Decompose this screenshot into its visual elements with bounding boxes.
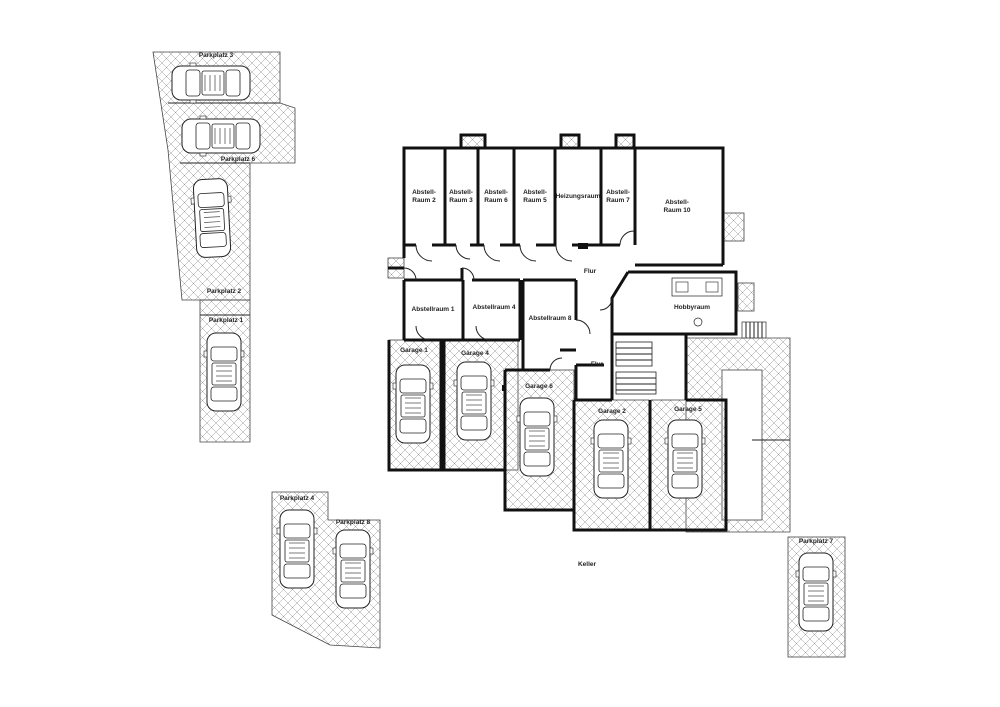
label-parkplatz-3: Parkplatz 3 [199, 52, 234, 59]
label-abstellraum-1: Abstellraum 1 [412, 306, 455, 313]
label-abstellraum-4: Abstellraum 4 [473, 304, 516, 311]
building-walls [387, 133, 738, 532]
car-parkplatz-7 [795, 552, 837, 632]
label-parkplatz-7: Parkplatz 7 [799, 538, 834, 545]
label-abstellraum-5-a: Abstell- [523, 189, 547, 196]
label-parkplatz-8: Parkplatz 8 [336, 519, 371, 526]
label-abstellraum-7-a: Abstell- [606, 189, 630, 196]
label-garage-6: Garage 6 [525, 383, 553, 390]
label-abstellraum-2-b: Raum 2 [412, 197, 436, 204]
label-abstellraum-5-b: Raum 5 [523, 197, 547, 204]
label-abstellraum-6-a: Abstell- [484, 189, 508, 196]
label-abstellraum-3-a: Abstell- [449, 189, 473, 196]
label-abstellraum-2-a: Abstell- [412, 189, 436, 196]
label-hobbyraum: Hobbyraum [674, 304, 710, 311]
room-labels: Abstell- Raum 2 Abstell- Raum 3 Abstell-… [199, 52, 834, 568]
label-abstellraum-8: Abstellraum 8 [529, 315, 572, 322]
car-garage-4 [453, 361, 495, 441]
label-heizungsraum: Heizungsraum [556, 193, 601, 200]
label-keller: Keller [578, 561, 597, 568]
car-parkplatz-4 [276, 509, 318, 589]
label-abstellraum-3-b: Raum 3 [449, 197, 473, 204]
label-garage-1: Garage 1 [400, 347, 428, 354]
label-parkplatz-4: Parkplatz 4 [280, 495, 315, 502]
label-abstellraum-7-b: Raum 7 [606, 197, 630, 204]
label-abstellraum-6-b: Raum 6 [484, 197, 508, 204]
car-garage-6 [516, 397, 558, 477]
label-parkplatz-2: Parkplatz 2 [207, 288, 242, 295]
car-garage-5 [664, 419, 706, 499]
label-garage-5: Garage 5 [674, 406, 702, 413]
car-parkplatz-3 [171, 62, 251, 104]
label-garage-2: Garage 2 [598, 408, 626, 415]
label-parkplatz-1: Parkplatz 1 [209, 317, 244, 324]
car-garage-1 [392, 364, 434, 444]
label-garage-4: Garage 4 [461, 350, 489, 357]
label-abstellraum-10-a: Abstell- [665, 199, 689, 206]
car-parkplatz-2 [189, 177, 235, 259]
car-parkplatz-6 [181, 115, 261, 157]
label-flur-2: Flur [591, 361, 604, 368]
car-garage-2 [590, 419, 632, 499]
car-parkplatz-1 [203, 332, 245, 412]
label-flur-1: Flur [584, 268, 597, 275]
car-parkplatz-8 [332, 529, 374, 609]
label-abstellraum-10-b: Raum 10 [663, 207, 690, 214]
label-parkplatz-6: Parkplatz 6 [221, 156, 256, 163]
